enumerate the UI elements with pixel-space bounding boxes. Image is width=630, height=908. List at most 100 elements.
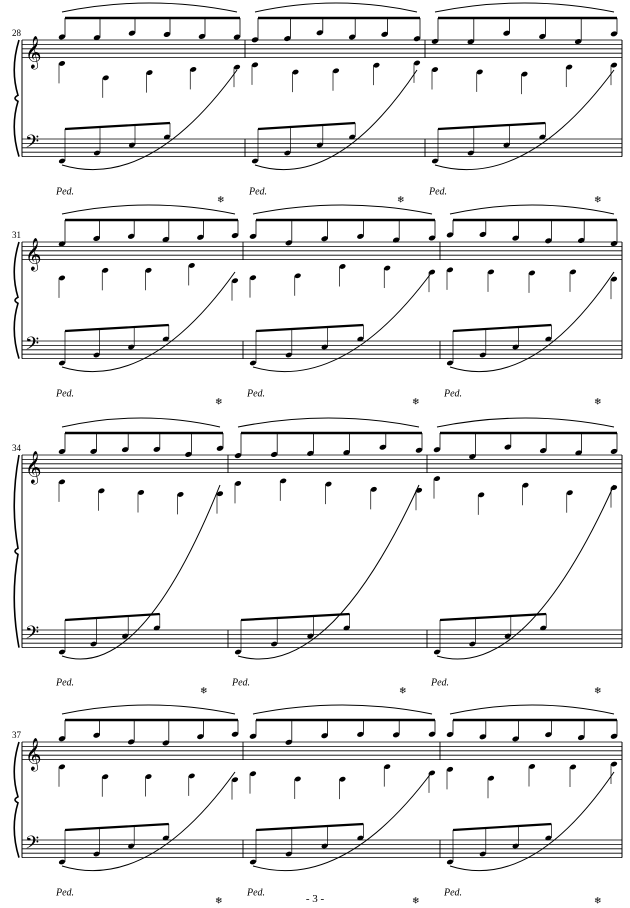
note-head [392, 732, 400, 738]
note-head [251, 158, 259, 164]
note-head [233, 34, 241, 40]
note-head [58, 34, 66, 40]
note-head [574, 39, 582, 45]
note-head [487, 775, 495, 781]
note-head [428, 235, 436, 241]
note-head [610, 761, 618, 767]
slur [434, 2, 615, 13]
note-head [379, 444, 387, 450]
slur [449, 704, 615, 715]
note-head [577, 735, 585, 741]
note-head [58, 448, 66, 455]
note-head [216, 491, 224, 497]
pedal-down-mark: Ped. [246, 888, 265, 899]
note-head [234, 453, 242, 459]
note-head [357, 731, 364, 737]
note-head [316, 30, 324, 36]
note-head [545, 336, 552, 342]
pedal-down-mark: Ped. [231, 678, 250, 689]
note-head [503, 142, 510, 148]
note-head [569, 269, 577, 275]
note-head [102, 267, 109, 273]
note-head [446, 267, 454, 273]
snowflake-release-icon: ❄ [412, 398, 420, 408]
note-beam [64, 612, 160, 622]
snowflake-release-icon: ❄ [594, 687, 602, 697]
snowflake-release-icon: ❄ [412, 897, 420, 907]
measure-number: 34 [12, 443, 22, 453]
note-head [93, 732, 100, 738]
note-beam [255, 822, 364, 832]
note-head [121, 447, 129, 453]
bass-clef-icon: 𝄢 [25, 623, 39, 648]
bass-clef-icon: 𝄢 [25, 334, 39, 359]
note-head [197, 734, 204, 740]
note-head [231, 777, 239, 783]
note-head [153, 625, 160, 631]
measure-number: 28 [12, 28, 22, 38]
note-head [127, 233, 135, 239]
note-beam [64, 121, 171, 131]
snowflake-release-icon: ❄ [399, 687, 407, 697]
bass-clef-icon: 𝄢 [25, 132, 39, 157]
note-head [512, 843, 519, 849]
note-head [321, 236, 328, 242]
slur [254, 69, 418, 171]
note-head [521, 71, 528, 77]
snowflake-release-icon: ❄ [215, 897, 223, 907]
note-head [58, 736, 66, 742]
note-head [566, 490, 573, 496]
note-head [93, 851, 100, 857]
note-head [321, 843, 328, 849]
note-head [162, 740, 170, 746]
note-head [146, 70, 153, 76]
page-number: - 3 - [305, 893, 325, 905]
note-head [575, 450, 582, 456]
note-head [545, 835, 552, 841]
note-head [197, 234, 204, 240]
note-head [285, 851, 292, 857]
note-head [292, 69, 299, 75]
note-head [325, 481, 332, 487]
note-head [58, 241, 66, 247]
note-beam [452, 822, 552, 832]
slur [252, 271, 433, 373]
piano-brace [13, 741, 20, 858]
note-head [145, 267, 152, 273]
note-head [316, 142, 323, 148]
note-head [433, 447, 441, 453]
note-head [478, 492, 485, 498]
piano-brace [13, 39, 20, 157]
slur [434, 69, 615, 171]
note-head [93, 150, 101, 156]
pedal-down-mark: Ped. [55, 187, 74, 198]
snowflake-release-icon: ❄ [594, 897, 602, 907]
slur [61, 69, 238, 171]
note-beam [255, 323, 364, 333]
note-head [433, 476, 441, 482]
note-head [249, 360, 257, 366]
pedal-down-mark: Ped. [248, 187, 267, 198]
slur [61, 204, 236, 215]
snowflake-release-icon: ❄ [200, 687, 208, 697]
note-head [446, 731, 454, 738]
note-beam [257, 121, 356, 131]
note-head [476, 69, 483, 75]
slur [237, 417, 420, 428]
note-head [102, 774, 109, 780]
note-head [163, 134, 171, 140]
note-head [446, 859, 454, 865]
note-head [58, 859, 66, 865]
note-head [188, 263, 195, 268]
note-head [479, 851, 486, 857]
note-head [249, 859, 257, 865]
note-head [392, 237, 400, 243]
note-head [90, 641, 97, 647]
note-head [249, 275, 257, 281]
note-head [610, 62, 618, 68]
note-head [307, 450, 314, 456]
